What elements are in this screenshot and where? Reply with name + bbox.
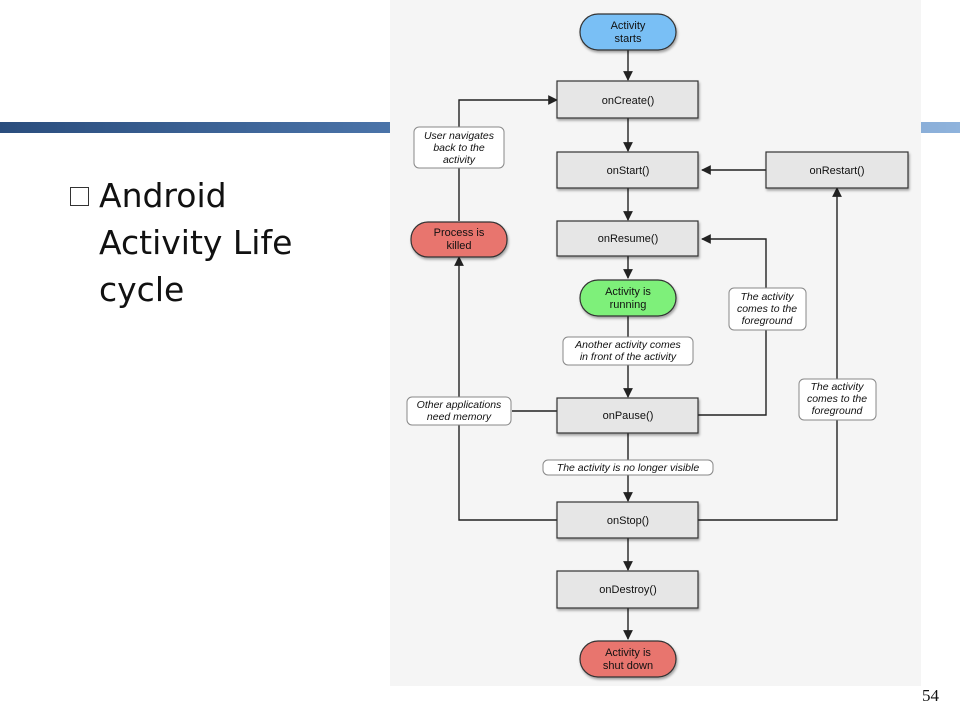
square-bullet-icon (70, 187, 89, 206)
onstop-label: onStop() (607, 515, 649, 527)
onresume-label: onResume() (598, 233, 659, 245)
onstop-box (556, 501, 699, 539)
bullet-item: Android Activity Life cycle (70, 172, 370, 313)
foreground-1-text-2: comes to the (737, 303, 797, 315)
process-killed-text-1: Process is (434, 227, 485, 239)
activity-running-node (579, 279, 677, 317)
other-apps-text-1: Other applications (417, 399, 502, 411)
foreground-1-text-3: foreground (742, 315, 794, 327)
process-killed-node (410, 221, 508, 258)
user-navigates-text-3: activity (443, 154, 476, 166)
ondestroy-label: onDestroy() (599, 584, 656, 596)
activity-shutdown-node (579, 640, 677, 678)
no-longer-visible-text: The activity is no longer visible (557, 462, 700, 474)
onstart-box (556, 151, 699, 189)
activity-starts-node (579, 13, 677, 51)
oncreate-label: onCreate() (602, 95, 655, 107)
foreground-2-text-3: foreground (812, 405, 864, 417)
other-apps-text-2: need memory (427, 411, 492, 423)
onpause-label: onPause() (603, 410, 654, 422)
other-apps-label-box (406, 396, 512, 426)
activity-starts-text-1: Activity (611, 20, 646, 32)
activity-running-text-2: running (610, 299, 647, 311)
activity-shutdown-text-1: Activity is (605, 647, 651, 659)
process-killed-text-2: killed (446, 240, 471, 252)
no-longer-visible-label-box (542, 459, 714, 476)
edge-stop-killed (454, 256, 557, 521)
another-activity-text-2: in front of the activity (580, 351, 677, 363)
page-number: 54 (922, 686, 939, 705)
another-activity-text-1: Another activity comes (574, 339, 681, 351)
activity-running-text-1: Activity is (605, 286, 651, 298)
onrestart-label: onRestart() (809, 165, 864, 177)
onstart-label: onStart() (607, 165, 650, 177)
foreground-label-box-2 (798, 378, 877, 421)
onrestart-box (765, 151, 909, 189)
user-navigates-text-2: back to the (433, 142, 485, 154)
edge-killed-create (458, 95, 558, 221)
another-activity-label-box (562, 336, 694, 366)
onpause-box (556, 397, 699, 434)
edge-stop-restart (698, 187, 842, 521)
foreground-label-box-1 (728, 287, 807, 331)
ondestroy-box (556, 570, 699, 609)
foreground-2-text-1: The activity (810, 381, 864, 393)
user-navigates-text-1: User navigates (424, 130, 495, 142)
activity-starts-text-2: starts (615, 33, 642, 45)
foreground-2-text-2: comes to the (807, 393, 867, 405)
onresume-box (556, 220, 699, 257)
bullet-text: Android Activity Life cycle (99, 176, 293, 309)
oncreate-box (556, 80, 699, 119)
activity-shutdown-text-2: shut down (603, 660, 653, 672)
user-navigates-label-box (413, 126, 505, 169)
foreground-1-text-1: The activity (740, 291, 794, 303)
